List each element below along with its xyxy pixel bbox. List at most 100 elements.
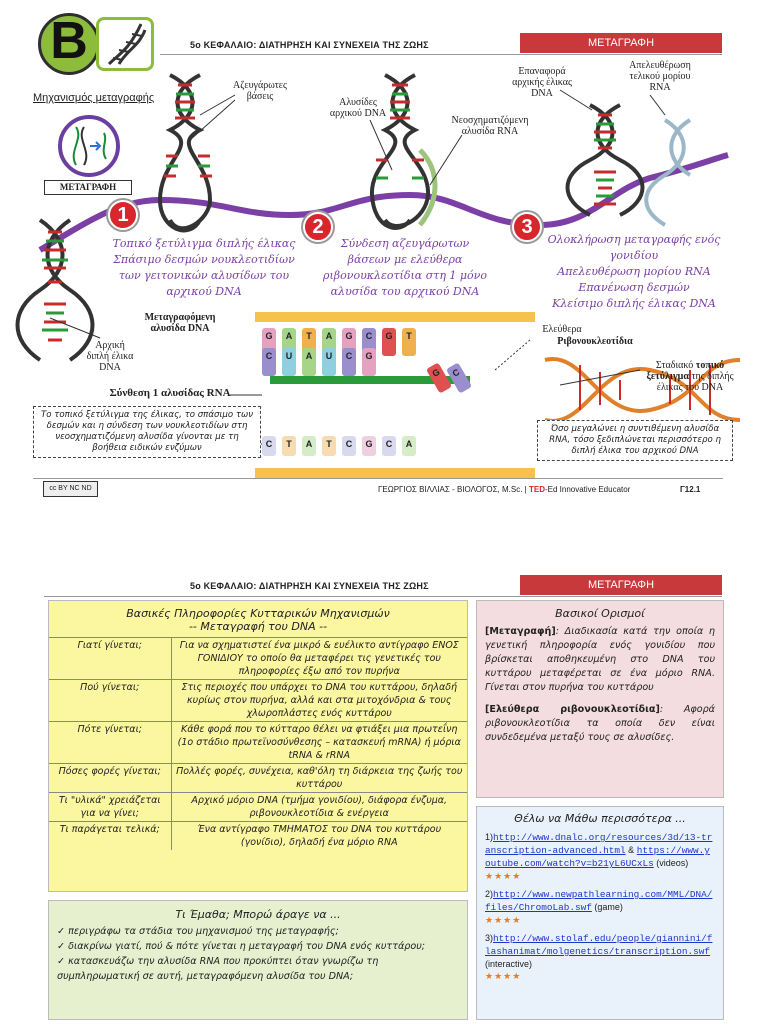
top-strand (255, 312, 535, 322)
info-subtitle: -- Μεταγραφή του DNA -- (188, 620, 328, 633)
nt-rna: G (362, 348, 376, 376)
row-value: Για να σχηματιστεί ένα μικρό & ευέλικτο … (171, 637, 467, 680)
cc-license-badge: cc BY NC ND (43, 481, 98, 497)
chapter-title-2: 5ο ΚΕΦΑΛΑΙΟ: ΔΙΑΤΗΡΗΣΗ ΚΑΙ ΣΥΝΕΧΕΙΑ ΤΗΣ … (190, 581, 429, 591)
helix-step-3 (565, 103, 692, 227)
nt-bottom: G (362, 436, 376, 456)
step-3-badge: 3 (512, 212, 542, 242)
label-restore-helix: Επαναφορά αρχικής έλικας DNA (512, 66, 572, 99)
link-num: 1) (485, 832, 494, 842)
row-key: Τι παράγεται τελικά; (49, 821, 172, 850)
link-kind: (videos) (656, 858, 689, 868)
info-table: Γιατί γίνεται;Για να σχηματιστεί ένα μικ… (49, 637, 467, 850)
def-term: [Μεταγραφή] (485, 626, 556, 637)
nt-rna: U (322, 348, 336, 376)
info-title: Βασικές Πληροφορίες Κυτταρικών Μηχανισμώ… (126, 607, 390, 620)
dna-icon (107, 23, 147, 66)
rating-stars: ★★★★ (485, 871, 522, 881)
gradual-post: της διπλής έλικας του DNA (656, 371, 734, 393)
transcription-diagram (15, 73, 741, 478)
link-item: 3)http://www.stolaf.edu/people/giannini/… (485, 932, 715, 982)
helix-unwinding (544, 357, 741, 423)
learned-text: κατασκευάζω την αλυσίδα RNA που προκύπτε… (57, 956, 379, 982)
header-rule (160, 54, 722, 55)
step-2-badge: 2 (303, 212, 333, 242)
mechanism-title: Μηχανισμός μεταγραφής (33, 92, 155, 104)
link-num: 3) (485, 933, 494, 943)
row-key: Πότε γίνεται; (49, 721, 172, 764)
link-dnalc[interactable]: http://www.dnalc.org/resources/3d/13-tra… (485, 832, 713, 856)
definition-transcription: [Μεταγραφή]: Διαδικασία κατά την οποία η… (485, 625, 715, 695)
step-3-text: Ολοκλήρωση μεταγραφής ενός γονιδίου Απελ… (547, 233, 721, 310)
link-kind: (game) (594, 902, 623, 912)
logo: B (38, 12, 156, 75)
logo-circle (38, 13, 100, 75)
nt-top: T (402, 328, 416, 356)
label-template-strands: Αλυσίδες αρχικού DNA (329, 97, 387, 119)
label-gradual-unwinding: Σταδιακό τοπικό ξετύλιγμα της διπλής έλι… (640, 360, 740, 393)
learned-text: περιγράφω τα στάδια του μηχανισμού της μ… (68, 926, 339, 937)
helix-step-1 (157, 73, 213, 233)
row-value: Στις περιοχές που υπάρχει το DNA του κυτ… (171, 679, 467, 722)
nt-rna: A (302, 348, 316, 376)
link-item: 1)http://www.dnalc.org/resources/3d/13-t… (485, 831, 715, 882)
label-release-rna: Απελευθέρωση τελικού μορίου RNA (629, 60, 691, 93)
link-youtube[interactable]: https://www.youtube.com/watch?v=b21yL6UC… (485, 845, 710, 869)
def-text: : Διαδικασία κατά την οποία η γενετική π… (485, 626, 715, 693)
page-number: Γ12.1 (680, 485, 701, 494)
note-enzymes: Το τοπικό ξετύλιγμα της έλικας, το σπάσι… (33, 406, 261, 458)
row-value: Αρχικό μόριο DNA (τμήμα γονιδίου), διάφο… (171, 792, 467, 822)
footer-ed: -Ed Innovative Educator (544, 485, 631, 494)
table-row: Τι παράγεται τελικά;Ένα αντίγραφο ΤΜΗΜΑΤ… (49, 821, 467, 850)
table-row: Πόσες φορές γίνεται;Πολλές φορές, συνέχε… (49, 763, 467, 793)
step-1-text: Τοπικό ξετύλιγμα διπλής έλικας Σπάσιμο δ… (112, 237, 296, 298)
gradual-bold: τοπικό ξετύλιγμα (646, 360, 725, 382)
label-original-helix: Αρχική διπλή έλικα DNA (86, 340, 134, 373)
learned-item: ✓ περιγράφω τα στάδια του μηχανισμού της… (57, 926, 339, 937)
row-key: Γιατί γίνεται; (49, 637, 172, 680)
learned-item: ✓ διακρίνω γιατί, πού & πότε γίνεται η μ… (57, 941, 426, 952)
footer-rule (33, 478, 723, 479)
more-links-box: Θέλω να Μάθω περισσότερα ... 1)http://ww… (476, 806, 724, 1020)
nt-bottom: C (262, 436, 276, 456)
step-1-badge: 1 (108, 200, 138, 230)
step-2-text: Σύνδεση αζευγάρωτων βάσεων με ελεύθερα ρ… (323, 237, 487, 298)
label-free-nucleotides: Ριβονουκλεοτίδια (557, 336, 633, 347)
nt-free: C (445, 362, 473, 394)
note-growing-rna: Όσο μεγαλώνει η συντιθέμενη αλυσίδα RNA,… (537, 420, 733, 461)
nt-bottom: T (282, 436, 296, 456)
learned-item: ✓ κατασκευάζω την αλυσίδα RNA που προκύπ… (57, 956, 379, 982)
link-newpath[interactable]: http://www.newpathlearning.com/MML/DNA/f… (485, 889, 713, 913)
bottom-strand (255, 468, 535, 478)
chapter-title: 5ο ΚΕΦΑΛΑΙΟ: ΔΙΑΤΗΡΗΣΗ ΚΑΙ ΣΥΝΕΧΕΙΑ ΤΗΣ … (190, 40, 429, 50)
table-row: Γιατί γίνεται;Για να σχηματιστεί ένα μικ… (49, 637, 467, 680)
nt-bottom: C (342, 436, 356, 456)
definitions-title: Βασικοί Ορισμοί (555, 607, 645, 620)
label-transcribed-strand: Μεταγραφόμενη αλυσίδα DNA (144, 312, 216, 334)
learned-box: Τι Έμαθα; Μπορώ άραγε να ... ✓ περιγράφω… (48, 900, 468, 1020)
helix-original (15, 218, 95, 362)
learned-text: διακρίνω γιατί, πού & πότε γίνεται η μετ… (68, 941, 426, 952)
gradual-pre: Σταδιακό (655, 360, 694, 371)
link-stolaf[interactable]: http://www.stolaf.edu/people/giannini/fl… (485, 933, 713, 957)
nt-bottom: C (382, 436, 396, 456)
link-num: 2) (485, 889, 494, 899)
logo-dna-box (96, 17, 154, 71)
link-kind: (interactive) (485, 959, 533, 969)
link-amp: & (628, 845, 635, 855)
nt-rna: C (342, 348, 356, 376)
helix-step-2 (369, 73, 438, 230)
learned-title: Τι Έμαθα; Μπορώ άραγε να ... (175, 908, 341, 921)
row-value: Κάθε φορά που το κύτταρο θέλει να φτιάξε… (171, 721, 467, 764)
footer-sep: | (524, 485, 527, 494)
transcription-badge: ΜΕΤΑΓΡΑΦΗ (44, 180, 132, 195)
nt-bottom: T (322, 436, 336, 456)
nt-rna: U (282, 348, 296, 376)
logo-letter: B (50, 12, 88, 70)
table-row: Πότε γίνεται;Κάθε φορά που το κύτταρο θέ… (49, 721, 467, 764)
definitions-box: Βασικοί Ορισμοί [Μεταγραφή]: Διαδικασία … (476, 600, 724, 798)
rating-stars: ★★★★ (485, 915, 522, 925)
header-rule-2 (44, 596, 722, 597)
link-item: 2)http://www.newpathlearning.com/MML/DNA… (485, 888, 715, 926)
